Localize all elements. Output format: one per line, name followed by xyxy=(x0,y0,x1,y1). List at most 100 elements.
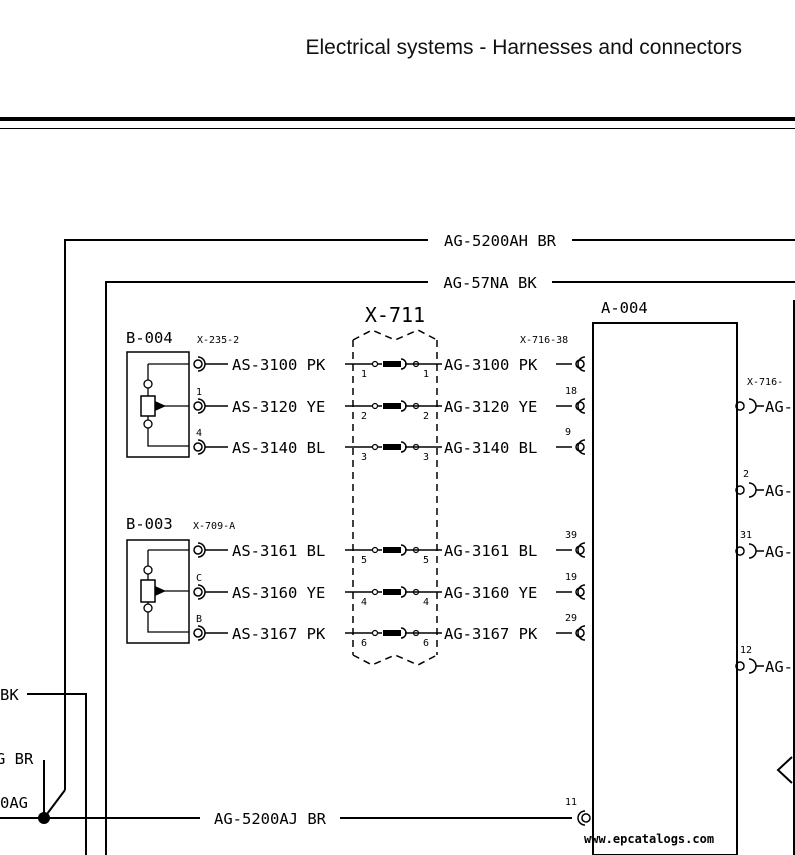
pin-11: 11 xyxy=(565,797,577,808)
inline-pin-number: 6 xyxy=(423,638,429,649)
socket-symbol xyxy=(577,584,586,600)
pin-symbol xyxy=(575,628,585,638)
left-pin-number: B xyxy=(196,614,202,625)
right-connector-label: X-716- xyxy=(747,377,783,388)
right-pin-number: 9 xyxy=(565,427,571,438)
socket-symbol xyxy=(577,356,586,372)
inline-pin-number: 2 xyxy=(361,411,367,422)
label-ag-57na: AG-57NA BK xyxy=(443,274,537,292)
inline-pin-number: 5 xyxy=(361,555,367,566)
module-label: A-004 xyxy=(601,299,648,317)
sensor-b-004: B-004 X-235-2 X-716-38 xyxy=(126,329,568,458)
mated-contact xyxy=(383,403,401,409)
contact-dot xyxy=(371,402,379,410)
device-label-b-004: B-004 xyxy=(126,329,173,347)
label-ag-5200ah: AG-5200AH BR xyxy=(444,232,557,250)
module-a-004 xyxy=(592,322,738,855)
module-right-arrow xyxy=(776,756,793,784)
pin-symbol xyxy=(193,545,203,555)
wire-label-left: AS-3120 YE xyxy=(232,398,325,416)
pin-symbol xyxy=(193,401,203,411)
wire-label-left: AS-3161 BL xyxy=(232,542,325,560)
wire-label-right: AG-3161 BL xyxy=(444,542,537,560)
pin-symbol xyxy=(193,442,203,452)
inline-pin-number: 1 xyxy=(423,369,429,380)
right-partial-pin-31: 31 xyxy=(740,530,752,541)
inline-pin-number: 2 xyxy=(423,411,429,422)
inline-pin-number: 3 xyxy=(361,452,367,463)
header-rule-thick xyxy=(0,117,795,121)
mated-contact xyxy=(383,630,401,636)
right-pin-number: 29 xyxy=(565,613,577,624)
mated-contact xyxy=(383,361,401,367)
mated-contact xyxy=(383,547,401,553)
device-label-b-003: B-003 xyxy=(126,515,173,533)
wire-label-right: AG-3120 YE xyxy=(444,398,537,416)
left-pin-number: 1 xyxy=(196,387,202,398)
pin-symbol xyxy=(575,442,585,452)
left-label-0ag: 0AG xyxy=(0,794,28,812)
inline-connector-label: X-711 xyxy=(365,303,425,327)
inline-pin-number: 5 xyxy=(423,555,429,566)
wire-left-br xyxy=(43,760,66,819)
pin-symbol xyxy=(193,359,203,369)
connector-x-709-a: X-709-A xyxy=(193,521,235,532)
watermark: www.epcatalogs.com xyxy=(584,832,715,846)
pin-symbol xyxy=(575,587,585,597)
socket-symbol xyxy=(577,439,586,455)
right-partial-label-4: AG- xyxy=(765,658,793,676)
inline-pin-number: 3 xyxy=(423,452,429,463)
wire-label-left: AS-3160 YE xyxy=(232,584,325,602)
module-right-edge xyxy=(793,300,795,855)
right-partial-pins xyxy=(735,398,764,674)
left-label-br: G BR xyxy=(0,750,34,768)
pin-symbol xyxy=(575,401,585,411)
contact-dot xyxy=(371,360,379,368)
right-partial-label-1: AG- xyxy=(765,398,793,416)
wire-label-right: AG-3140 BL xyxy=(444,439,537,457)
wire-label-right: AG-3100 PK xyxy=(444,356,538,374)
wire-left-bk xyxy=(27,693,87,855)
contact-dot xyxy=(371,546,379,554)
inline-pin-number: 6 xyxy=(361,638,367,649)
wire-ag-57na xyxy=(105,281,795,855)
socket-symbol xyxy=(577,542,586,558)
wire-label-left: AS-3100 PK xyxy=(232,356,326,374)
header-rule-thin xyxy=(0,128,795,129)
contact-dot xyxy=(371,443,379,451)
connector-x-235-2: X-235-2 xyxy=(197,335,239,346)
left-pin-number: C xyxy=(196,573,202,584)
right-pin-number: 19 xyxy=(565,572,577,583)
wire-row: AS-3120 YE 1 2 2 AG-3120 YE 18 xyxy=(193,386,586,422)
inline-pin-number: 1 xyxy=(361,369,367,380)
pin-11-socket xyxy=(577,810,591,826)
pin-symbol xyxy=(575,359,585,369)
page-title: Electrical systems - Harnesses and conne… xyxy=(305,36,743,59)
wire-ag-5200ah xyxy=(64,239,795,790)
right-partial-label-2: AG- xyxy=(765,482,793,500)
mated-contact xyxy=(383,444,401,450)
inline-pin-number: 4 xyxy=(423,597,429,608)
right-partial-label-3: AG- xyxy=(765,543,793,561)
pin-symbol xyxy=(193,587,203,597)
bus-wires xyxy=(0,239,795,855)
inline-pin-number: 4 xyxy=(361,597,367,608)
wire-row: AS-3100 PK 1 1 AG-3100 PK xyxy=(193,356,586,380)
connector-x-716-38: X-716-38 xyxy=(520,335,568,346)
contact-dot xyxy=(371,588,379,596)
inline-connector-outline xyxy=(352,329,438,666)
right-partial-pin-12: 12 xyxy=(740,645,752,656)
right-pin-number: 18 xyxy=(565,386,577,397)
left-label-bk: BK xyxy=(0,686,19,704)
contact-dot xyxy=(371,629,379,637)
sensor-b-003: B-003 X-709-A xyxy=(126,515,235,644)
wire-label-left: AS-3140 BL xyxy=(232,439,325,457)
pin-symbol xyxy=(575,545,585,555)
socket-symbol xyxy=(577,398,586,414)
mated-contact xyxy=(383,589,401,595)
wire-label-right: AG-3167 PK xyxy=(444,625,538,643)
